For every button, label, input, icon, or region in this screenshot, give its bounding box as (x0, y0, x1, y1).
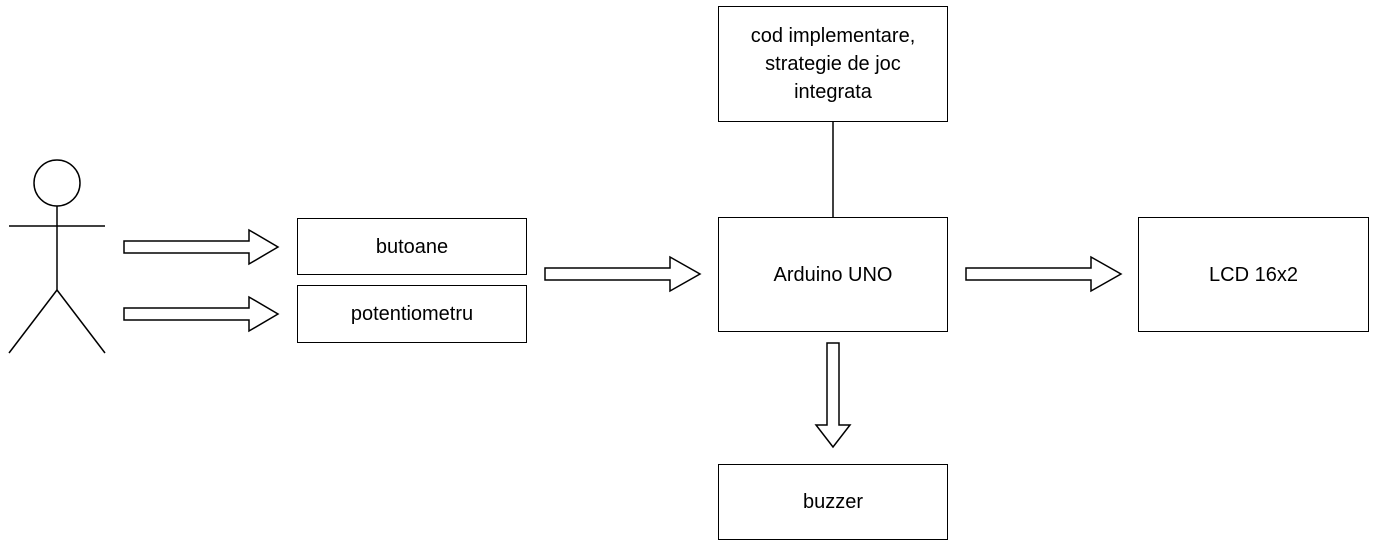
strategy-label: cod implementare, strategie de joc integ… (750, 25, 916, 103)
potentiometer-box: potentiometru (297, 285, 527, 343)
arrow-actor-to-buttons (123, 228, 280, 266)
stick-figure-icon (8, 159, 106, 354)
lcd-label: LCD 16x2 (1209, 263, 1298, 286)
arrow-arduino-to-lcd (965, 255, 1123, 293)
buzzer-label: buzzer (802, 491, 864, 513)
potentiometer-label: potentiometru (350, 303, 474, 325)
buzzer-box: buzzer (718, 464, 948, 540)
arduino-label: Arduino UNO (773, 263, 893, 286)
buttons-label: butoane (375, 235, 449, 258)
arrow-arduino-to-buzzer (814, 342, 852, 449)
buttons-box: butoane (297, 218, 527, 275)
strategy-box: cod implementare, strategie de joc integ… (718, 6, 948, 122)
arduino-box: Arduino UNO (718, 217, 948, 332)
arrow-actor-to-potentiometer (123, 295, 280, 333)
arrow-inputs-to-arduino (544, 255, 702, 293)
lcd-box: LCD 16x2 (1138, 217, 1369, 332)
